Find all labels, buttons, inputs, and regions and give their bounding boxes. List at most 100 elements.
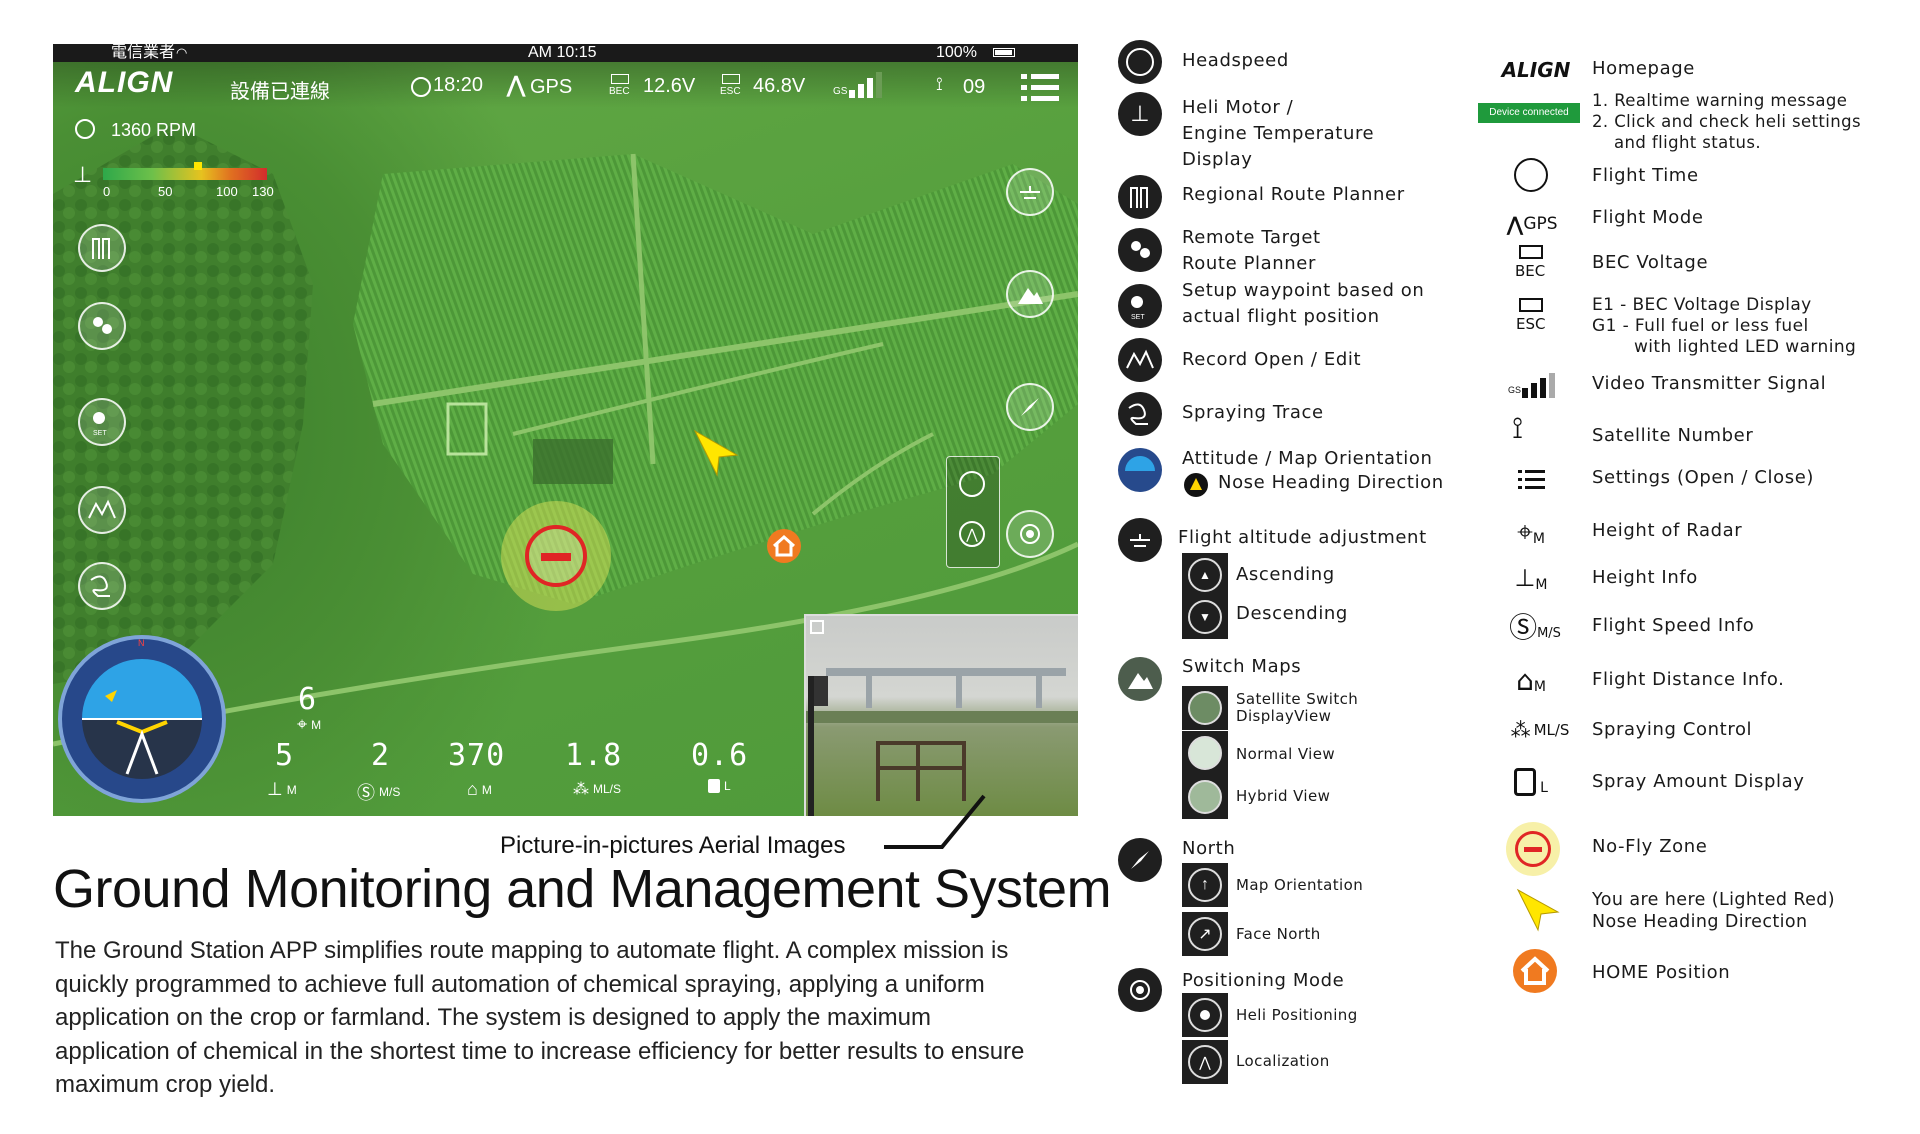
legend-target-pin-icon <box>1118 228 1162 272</box>
legend-altitude-adjust: Flight altitude adjustment <box>1178 527 1427 548</box>
legend-radar-height: Height of Radar <box>1592 520 1743 541</box>
spray-unit[interactable]: ⁂ML/S <box>573 779 621 799</box>
gps-mode-icon: ⋀ <box>507 72 526 97</box>
svg-text:SET: SET <box>93 430 107 437</box>
legend-realtime-3: and flight status. <box>1614 133 1762 152</box>
legend-north-icon <box>1118 838 1162 882</box>
legend-no-fly-icon <box>1506 822 1560 876</box>
legend-device-connected: Device connected <box>1478 103 1580 123</box>
legend-satellite-switch-2: DisplayView <box>1236 707 1332 725</box>
legend-speed-info: Flight Speed Info <box>1592 615 1755 636</box>
esc-icon-label: ESC <box>720 86 741 97</box>
legend-map-orientation-icon: ↑ <box>1182 863 1228 907</box>
legend-ascending: Ascending <box>1236 564 1335 585</box>
spray-value: 1.8 <box>565 738 623 773</box>
legend-descending: Descending <box>1236 603 1348 624</box>
distance-unit: ⌂M <box>467 779 492 800</box>
flight-mode: GPS <box>530 76 573 98</box>
record-edit-button[interactable] <box>78 486 126 534</box>
settings-menu-button[interactable] <box>1021 72 1059 102</box>
legend-no-fly-zone: No-Fly Zone <box>1592 836 1708 857</box>
legend-engine-temp-3: Display <box>1182 149 1253 170</box>
legend-gps-label: GPS <box>1523 214 1558 234</box>
pip-aerial-view[interactable] <box>804 614 1078 816</box>
align-logo-button[interactable]: ALIGN <box>75 66 174 99</box>
legend-flight-mode: Flight Mode <box>1592 207 1704 228</box>
bec-icon-label: BEC <box>609 86 630 97</box>
legend-headspeed-icon <box>1118 40 1162 84</box>
legend-height-unit: M <box>1535 577 1548 593</box>
legend-setup-waypoint-2: actual flight position <box>1182 306 1380 327</box>
no-fly-zone-icon <box>525 525 587 587</box>
legend-tank-unit: L <box>1540 780 1548 796</box>
legend-spraying-control: Spraying Control <box>1592 719 1753 740</box>
legend-video-signal: Video Transmitter Signal <box>1592 373 1827 394</box>
speed-unit-label: M/S <box>379 785 401 799</box>
record-trace-icon <box>88 499 116 519</box>
legend-bec-voltage: BEC Voltage <box>1592 252 1709 273</box>
legend-hybrid-view-icon <box>1182 775 1228 819</box>
carrier-label: 電信業者 <box>111 44 176 61</box>
compass-needle-icon <box>1021 398 1039 416</box>
radar-height-value: 6 <box>298 682 318 717</box>
legend-ascending-icon: ▲ <box>1182 553 1228 597</box>
legend-satellite-icon: ⟟ <box>1512 412 1524 445</box>
heli-positioning-toggle[interactable] <box>959 471 985 497</box>
crosshair-icon <box>1020 524 1040 544</box>
legend-home-position: HOME Position <box>1592 962 1731 983</box>
legend-map-orientation: Map Orientation <box>1236 876 1364 894</box>
spray-unit-label: ML/S <box>593 782 622 796</box>
legend-nose-heading: Nose Heading Direction <box>1218 472 1444 493</box>
legend-record-icon <box>1118 338 1162 382</box>
positioning-mode-button[interactable] <box>1006 510 1054 558</box>
temp-scale-0: 0 <box>103 184 111 199</box>
temperature-bar <box>103 168 267 180</box>
legend-e1-3: with lighted LED warning <box>1634 337 1857 357</box>
heli-altitude-icon <box>1020 186 1040 199</box>
distance-unit-label: M <box>481 782 492 797</box>
spraying-trace-button[interactable] <box>78 562 126 610</box>
legend-engine-temp-2: Engine Temperature <box>1182 123 1375 144</box>
regional-route-planner-button[interactable] <box>78 224 126 272</box>
legend-heli-positioning: Heli Positioning <box>1236 1006 1358 1024</box>
app-screen: 電信業者 ◠ AM 10:15 100% ALIGN 設備已連線 18:20 ⋀… <box>53 44 1078 816</box>
height-value: 5 <box>275 738 295 773</box>
flight-time: 18:20 <box>433 74 484 96</box>
temp-scale-50: 50 <box>158 184 173 199</box>
gs-label: GS <box>833 86 848 97</box>
localization-toggle[interactable]: ⋀ <box>959 521 985 547</box>
amount-unit-label: L <box>724 779 731 793</box>
radar-icon: ⌖ <box>297 714 308 734</box>
legend-align-logo: ALIGN <box>1501 58 1571 82</box>
legend-you-are-here-1: You are here (Lighted Red) <box>1592 890 1836 910</box>
clock-icon <box>411 77 431 97</box>
legend-radar-unit: M <box>1532 531 1545 547</box>
speed-value: 2 <box>371 738 391 773</box>
satellite-count: 09 <box>963 76 986 98</box>
legend-setup-waypoint-1: Setup waypoint based on <box>1182 280 1425 301</box>
pip-expand-icon[interactable] <box>810 620 824 634</box>
attitude-indicator[interactable]: N <box>57 634 227 804</box>
wifi-icon: ◠ <box>176 45 188 60</box>
remote-target-route-button[interactable] <box>78 302 126 350</box>
altitude-adjust-button[interactable] <box>1006 168 1054 216</box>
legend-nose-heading-icon <box>1184 473 1208 497</box>
legend-localization-icon: ⋀ <box>1182 1040 1228 1084</box>
legend-route-grid-icon <box>1118 175 1162 219</box>
legend-face-north-icon: ↗ <box>1182 912 1228 956</box>
switch-maps-button[interactable] <box>1006 270 1054 318</box>
legend-e1-1: E1 - BEC Voltage Display <box>1592 295 1812 315</box>
aircraft-position-arrow <box>693 429 739 477</box>
legend-realtime-1: 1. Realtime warning message <box>1592 91 1848 110</box>
video-signal-icon <box>849 72 882 98</box>
home-position-icon <box>767 529 801 563</box>
waypoint-set-icon: SET <box>93 412 107 437</box>
setup-waypoint-button[interactable]: SET <box>78 398 126 446</box>
legend-spraying-trace: Spraying Trace <box>1182 402 1324 423</box>
svg-text:N: N <box>138 638 145 648</box>
connection-status[interactable]: 設備已連線 <box>230 81 330 103</box>
tank-icon <box>708 779 720 793</box>
north-button[interactable] <box>1006 383 1054 431</box>
legend-face-north: Face North <box>1236 925 1321 943</box>
